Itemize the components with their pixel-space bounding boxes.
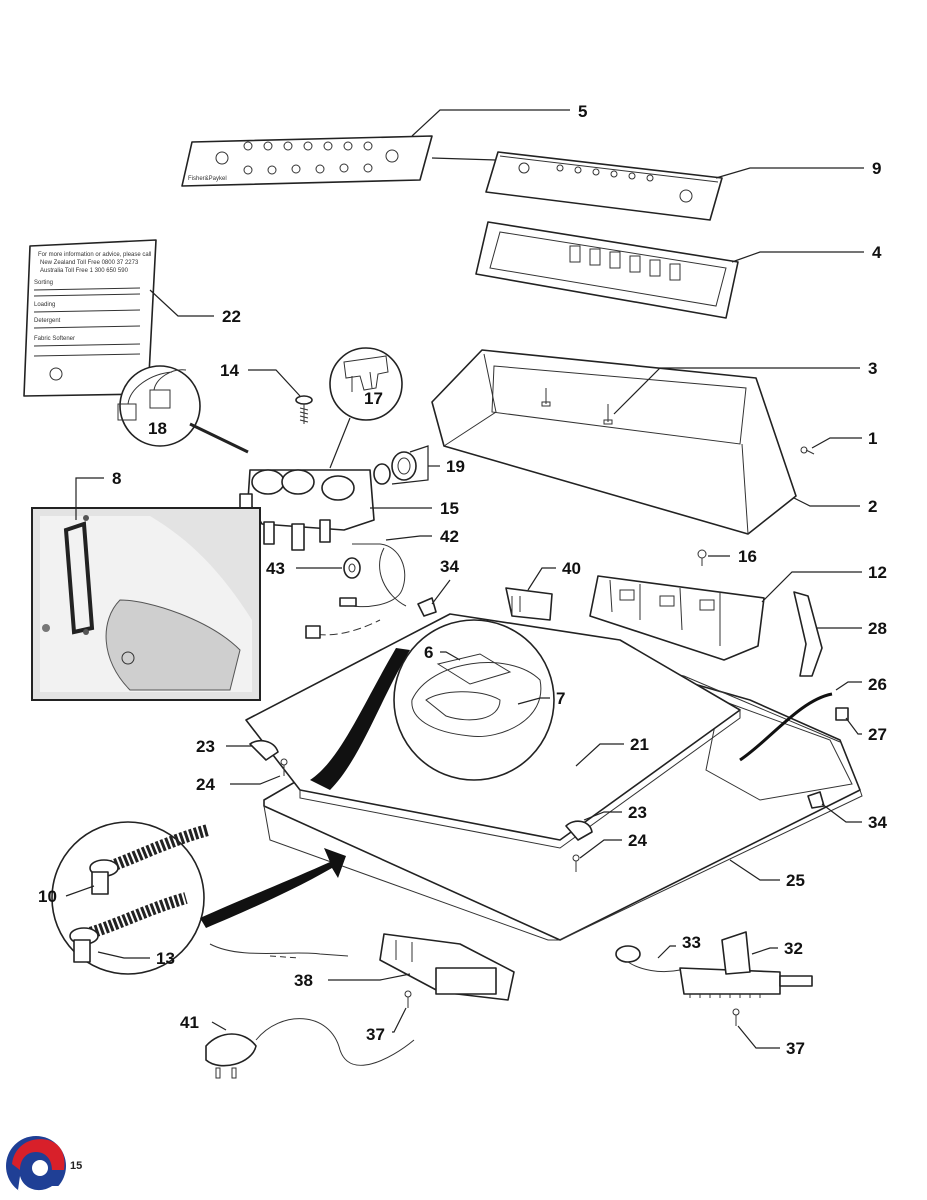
- callout-32: 32: [784, 939, 803, 958]
- part-24-screw-left: [280, 758, 288, 776]
- arrow-inset-6-7: [310, 648, 410, 790]
- callout-1: 1: [868, 429, 877, 448]
- part-27-clip: [835, 707, 849, 721]
- part-5-fascia-label: Fisher&Paykel: [181, 135, 433, 187]
- callout-28: 28: [868, 619, 887, 638]
- callout-21: 21: [630, 735, 649, 754]
- callout-10: 10: [38, 887, 57, 906]
- guide-detergent: Detergent: [34, 318, 61, 324]
- callout-34-lower: 34: [868, 813, 887, 832]
- guide-title: For more information or advice, please c…: [38, 252, 151, 258]
- callout-23-right: 23: [628, 803, 647, 822]
- callout-42: 42: [440, 527, 459, 546]
- guide-au: Australia Toll Free 1 300 650 590: [40, 268, 129, 274]
- callout-24-right: 24: [628, 831, 647, 850]
- part-19-nut-washer: [373, 451, 417, 485]
- callout-19: 19: [446, 457, 465, 476]
- part-37-screw-right: [732, 1008, 740, 1026]
- fascia-brand-text: Fisher&Paykel: [188, 176, 227, 182]
- part-34-clip-upper: [417, 597, 437, 617]
- part-43-grommet: [343, 557, 361, 579]
- callout-16: 16: [738, 547, 757, 566]
- part-26-hose: [739, 692, 833, 762]
- callout-12: 12: [868, 563, 887, 582]
- part-1-screw: [800, 446, 815, 455]
- callout-17: 17: [364, 389, 383, 408]
- part-18-inset-connectors: [117, 365, 201, 447]
- part-15-water-valve: [239, 469, 375, 551]
- callout-37-left: 37: [366, 1025, 385, 1044]
- callout-33: 33: [682, 933, 701, 952]
- callout-18: 18: [148, 419, 167, 438]
- callout-15: 15: [440, 499, 459, 518]
- part-42-cable: [305, 543, 407, 639]
- part-16-screw: [697, 549, 707, 566]
- callout-9: 9: [872, 159, 881, 178]
- part-4-control-frame: [475, 221, 739, 319]
- part-3-console-housing: [431, 349, 797, 535]
- callout-25: 25: [786, 871, 805, 890]
- arrow-inset-10-13: [200, 848, 346, 928]
- part-10-13-hose-inset: [51, 821, 210, 975]
- part-17-inset-clip: [329, 347, 403, 421]
- part-8-photo-inset: [31, 507, 261, 701]
- part-22-user-guide-card: For more information or advice, please c…: [23, 239, 157, 397]
- callout-8: 8: [112, 469, 121, 488]
- callout-13: 13: [156, 949, 175, 968]
- callout-7: 7: [556, 689, 565, 708]
- part-40-bracket: [505, 587, 553, 621]
- guide-nz: New Zealand Toll Free 0800 37 2273: [40, 260, 139, 266]
- callout-43: 43: [266, 559, 285, 578]
- part-23-cap-left: [249, 739, 279, 761]
- callout-6: 6: [424, 643, 433, 662]
- part-41-power-cord: [205, 1018, 415, 1079]
- callout-34-upper: 34: [440, 557, 459, 576]
- callout-24-left: 24: [196, 775, 215, 794]
- callout-14: 14: [220, 361, 239, 380]
- guide-loading: Loading: [34, 302, 55, 308]
- part-23-cap-right: [565, 820, 593, 841]
- part-9-console-panel: [485, 151, 723, 221]
- part-38-harness: [209, 933, 515, 1001]
- callout-38: 38: [294, 971, 313, 990]
- callout-41: 41: [180, 1013, 199, 1032]
- callout-5: 5: [578, 102, 587, 121]
- callout-2: 2: [868, 497, 877, 516]
- callout-27: 27: [868, 725, 887, 744]
- part-6-7-dispenser-inset: [393, 619, 555, 781]
- part-37-screw-left: [404, 990, 412, 1008]
- callout-22: 22: [222, 307, 241, 326]
- callout-4: 4: [872, 243, 882, 262]
- part-14-screw: [295, 395, 313, 424]
- callout-26: 26: [868, 675, 887, 694]
- callout-40: 40: [562, 559, 581, 578]
- guide-sorting: Sorting: [34, 280, 53, 286]
- part-12-controller: [589, 575, 765, 661]
- page-number: 15: [70, 1160, 83, 1172]
- callout-23-left: 23: [196, 737, 215, 756]
- part-24-screw-right: [572, 854, 580, 872]
- part-28-bracket: [793, 591, 823, 677]
- callout-3: 3: [868, 359, 877, 378]
- brand-logo-icon: [6, 1136, 66, 1198]
- callout-37-right: 37: [786, 1039, 805, 1058]
- part-32-33-drain-hose: [615, 931, 813, 998]
- guide-softener: Fabric Softener: [34, 336, 75, 342]
